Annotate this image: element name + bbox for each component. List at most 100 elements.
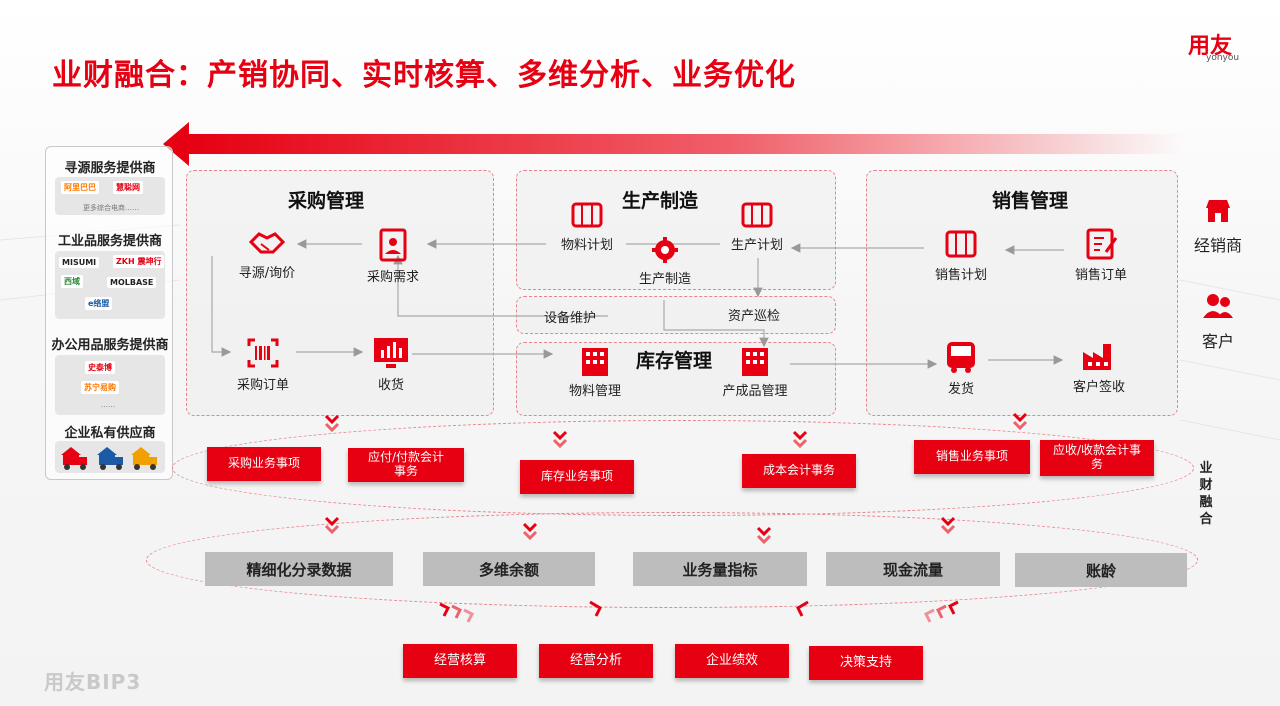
output-item[interactable]: 经营核算 bbox=[403, 644, 517, 678]
staples-logo: 史泰博 bbox=[85, 361, 115, 374]
element14-logo: e络盟 bbox=[85, 297, 113, 310]
bus-icon bbox=[947, 342, 975, 373]
analysis-item[interactable]: 精细化分录数据 bbox=[205, 552, 393, 586]
sourcing-label: 寻源/询价 bbox=[238, 266, 296, 281]
industrial-provider-title: 工业品服务提供商 bbox=[57, 234, 162, 249]
store-icon bbox=[1206, 200, 1230, 222]
chevron-down-icon bbox=[792, 430, 808, 449]
material-mgmt-node[interactable]: 物料管理 bbox=[550, 344, 640, 399]
analysis-item[interactable]: 多维余额 bbox=[423, 552, 595, 586]
hc360-logo: 慧聪网 bbox=[113, 181, 143, 194]
calendar-grid-icon bbox=[945, 230, 977, 258]
xiyu-logo: 西域 bbox=[61, 275, 83, 288]
chevron-down-icon bbox=[324, 516, 340, 535]
building-icon bbox=[742, 348, 768, 376]
yonyou-logo-en: yonyou bbox=[1206, 53, 1240, 63]
page-title: 业财融合：产销协同、实时核算、多维分析、业务优化 bbox=[52, 58, 796, 93]
alibaba-logo: 阿里巴巴 bbox=[61, 181, 99, 194]
purchase-order-node[interactable]: 采购订单 bbox=[218, 336, 308, 393]
supplier-panel: 寻源服务提供商 阿里巴巴 慧聪网 更多综合电商…… 工业品服务提供商 MISUM… bbox=[45, 146, 173, 480]
chevron-down-icon bbox=[940, 516, 956, 535]
chevron-diag-icon bbox=[923, 600, 959, 623]
product-mgmt-label: 产成品管理 bbox=[722, 384, 788, 399]
misumi-logo: MISUMI bbox=[59, 257, 100, 268]
chevron-diag-icon bbox=[439, 602, 475, 623]
sales-box bbox=[866, 170, 1178, 416]
molbase-logo: MOLBASE bbox=[107, 277, 157, 288]
shipping-label: 发货 bbox=[947, 382, 974, 397]
manufacturing-label: 生产制造 bbox=[638, 272, 691, 287]
more-ecommerce: 更多综合电商…… bbox=[83, 204, 139, 212]
handshake-icon bbox=[248, 232, 286, 254]
sales-affairs-pill[interactable]: 销售业务事项 bbox=[914, 440, 1030, 474]
purchase-order-label: 采购订单 bbox=[236, 378, 289, 393]
customer-item[interactable]: 客户 bbox=[1188, 292, 1248, 352]
office-provider-title: 办公用品服务提供商 bbox=[51, 338, 169, 353]
customer-receipt-node[interactable]: 客户签收 bbox=[1054, 338, 1144, 395]
maintenance-label[interactable]: 设备维护 bbox=[544, 311, 597, 326]
sourcing-provider-logos: 阿里巴巴 慧聪网 更多综合电商…… bbox=[55, 177, 165, 215]
suning-logo: 苏宁易购 bbox=[81, 381, 119, 394]
dealer-label: 经销商 bbox=[1193, 236, 1242, 255]
building-icon bbox=[582, 348, 608, 376]
chevron-diag-icon bbox=[796, 600, 809, 617]
edit-document-icon bbox=[1086, 228, 1118, 260]
flow-arrow-bar bbox=[185, 134, 1185, 154]
purchase-demand-label: 采购需求 bbox=[366, 270, 419, 285]
calendar-grid-icon bbox=[571, 202, 603, 228]
chevron-down-icon bbox=[1012, 412, 1028, 431]
manufacturing-node[interactable]: 生产制造 bbox=[620, 236, 710, 287]
output-item[interactable]: 企业绩效 bbox=[675, 644, 789, 678]
zkh-logo: ZKH 震坤行 bbox=[113, 255, 165, 268]
purchasing-title: 采购管理 bbox=[288, 190, 365, 212]
calendar-grid-icon bbox=[741, 202, 773, 228]
analysis-item[interactable]: 现金流量 bbox=[826, 552, 1000, 586]
factory-icon bbox=[1083, 344, 1111, 370]
customer-receipt-label: 客户签收 bbox=[1072, 380, 1125, 395]
output-item[interactable]: 决策支持 bbox=[809, 646, 923, 680]
purchase-affairs-pill[interactable]: 采购业务事项 bbox=[207, 447, 321, 481]
material-plan-label: 物料计划 bbox=[560, 238, 613, 253]
sales-plan-label: 销售计划 bbox=[934, 268, 987, 283]
more-office: …… bbox=[101, 401, 115, 409]
sales-plan-node[interactable]: 销售计划 bbox=[916, 228, 1006, 283]
customer-label: 客户 bbox=[1201, 332, 1234, 351]
material-plan-node[interactable]: 物料计划 bbox=[542, 200, 632, 253]
purchase-demand-node[interactable]: 采购需求 bbox=[348, 226, 438, 285]
production-plan-label: 生产计划 bbox=[730, 238, 783, 253]
dealer-item[interactable]: 经销商 bbox=[1188, 198, 1248, 256]
inventory-title: 库存管理 bbox=[636, 350, 713, 372]
shipping-node[interactable]: 发货 bbox=[916, 340, 1006, 397]
sales-title: 销售管理 bbox=[992, 190, 1069, 212]
receipt-node[interactable]: 收货 bbox=[346, 336, 436, 393]
chevron-down-icon bbox=[756, 526, 772, 545]
output-item[interactable]: 经营分析 bbox=[539, 644, 653, 678]
chevron-down-icon bbox=[324, 414, 340, 433]
clipboard-icon bbox=[379, 228, 407, 262]
chevron-down-icon bbox=[552, 430, 568, 449]
product-mgmt-node[interactable]: 产成品管理 bbox=[710, 344, 800, 399]
production-box bbox=[516, 170, 836, 290]
industrial-provider-logos: MISUMI ZKH 震坤行 西域 MOLBASE e络盟 bbox=[55, 251, 165, 319]
inventory-box bbox=[516, 342, 836, 416]
cost-accounting-pill[interactable]: 成本会计事务 bbox=[742, 454, 856, 488]
analysis-item[interactable]: 业务量指标 bbox=[633, 552, 807, 586]
material-mgmt-label: 物料管理 bbox=[568, 384, 621, 399]
office-provider-logos: 史泰博 苏宁易购 …… bbox=[55, 355, 165, 415]
sales-order-node[interactable]: 销售订单 bbox=[1056, 226, 1146, 283]
sourcing-node[interactable]: 寻源/询价 bbox=[222, 226, 312, 281]
inventory-affairs-pill[interactable]: 库存业务事项 bbox=[520, 460, 634, 494]
analysis-ellipse bbox=[146, 512, 1198, 608]
yonyou-logo: 用友 bbox=[1188, 34, 1233, 59]
private-supplier-icons bbox=[55, 441, 165, 473]
ap-accounting-pill[interactable]: 应付/付款会计事务 bbox=[348, 448, 464, 482]
chevron-down-icon bbox=[522, 522, 538, 541]
ar-accounting-pill[interactable]: 应收/收款会计事务 bbox=[1040, 440, 1154, 476]
production-plan-node[interactable]: 生产计划 bbox=[712, 200, 802, 253]
truck-icons bbox=[61, 447, 157, 470]
inspection-label[interactable]: 资产巡检 bbox=[728, 309, 781, 324]
chevron-diag-icon bbox=[589, 600, 602, 617]
analysis-item[interactable]: 账龄 bbox=[1015, 553, 1187, 587]
